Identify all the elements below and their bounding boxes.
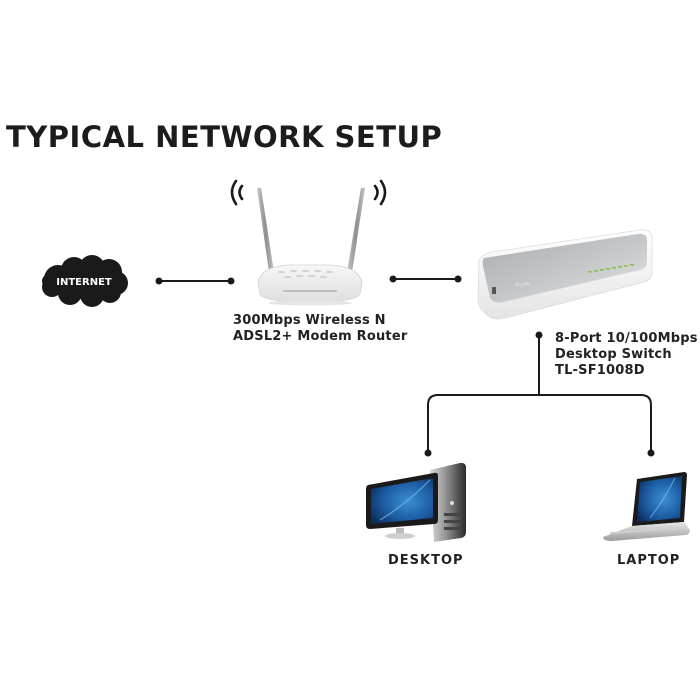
- connector-dot: [454, 275, 462, 283]
- network-switch-icon: TP-LINK: [477, 229, 653, 320]
- wireless-router-icon: [230, 179, 387, 306]
- internet-label: INTERNET: [56, 277, 112, 288]
- connection-internet-router: [155, 277, 235, 285]
- desktop-computer-icon: [366, 462, 466, 542]
- router-label-line: 300Mbps Wireless N: [233, 313, 386, 328]
- connector-dot: [155, 277, 163, 285]
- switch-node: TP-LINK: [477, 229, 653, 320]
- cloud-icon: [42, 255, 128, 307]
- wifi-signal-right-icon: [373, 179, 387, 206]
- switch-label-line: TL-SF1008D: [555, 363, 645, 378]
- laptop-label: LAPTOP: [617, 553, 681, 568]
- laptop-icon: [603, 472, 690, 541]
- switch-label: 8-Port 10/100Mbps Desktop Switch TL-SF10…: [555, 331, 698, 379]
- internet-node: INTERNET: [42, 255, 128, 307]
- router-node: [230, 179, 387, 306]
- switch-label-line: 8-Port 10/100Mbps: [555, 331, 698, 346]
- router-label-line: ADSL2+ Modem Router: [233, 329, 408, 344]
- desktop-label: DESKTOP: [388, 553, 464, 568]
- connector-dot: [227, 277, 235, 285]
- diagram-title: TYPICAL NETWORK SETUP: [6, 120, 443, 154]
- connection-router-switch: [389, 275, 462, 283]
- wifi-signal-left-icon: [230, 179, 244, 206]
- connection-switch-clients: [424, 331, 655, 457]
- connector-dot: [389, 275, 397, 283]
- laptop-node: [603, 472, 690, 541]
- connector-dot: [424, 449, 432, 457]
- connector-dot: [647, 449, 655, 457]
- switch-label-line: Desktop Switch: [555, 347, 672, 362]
- router-label: 300Mbps Wireless N ADSL2+ Modem Router: [233, 313, 407, 345]
- desktop-node: [366, 462, 466, 542]
- svg-text:TP-LINK: TP-LINK: [513, 281, 530, 288]
